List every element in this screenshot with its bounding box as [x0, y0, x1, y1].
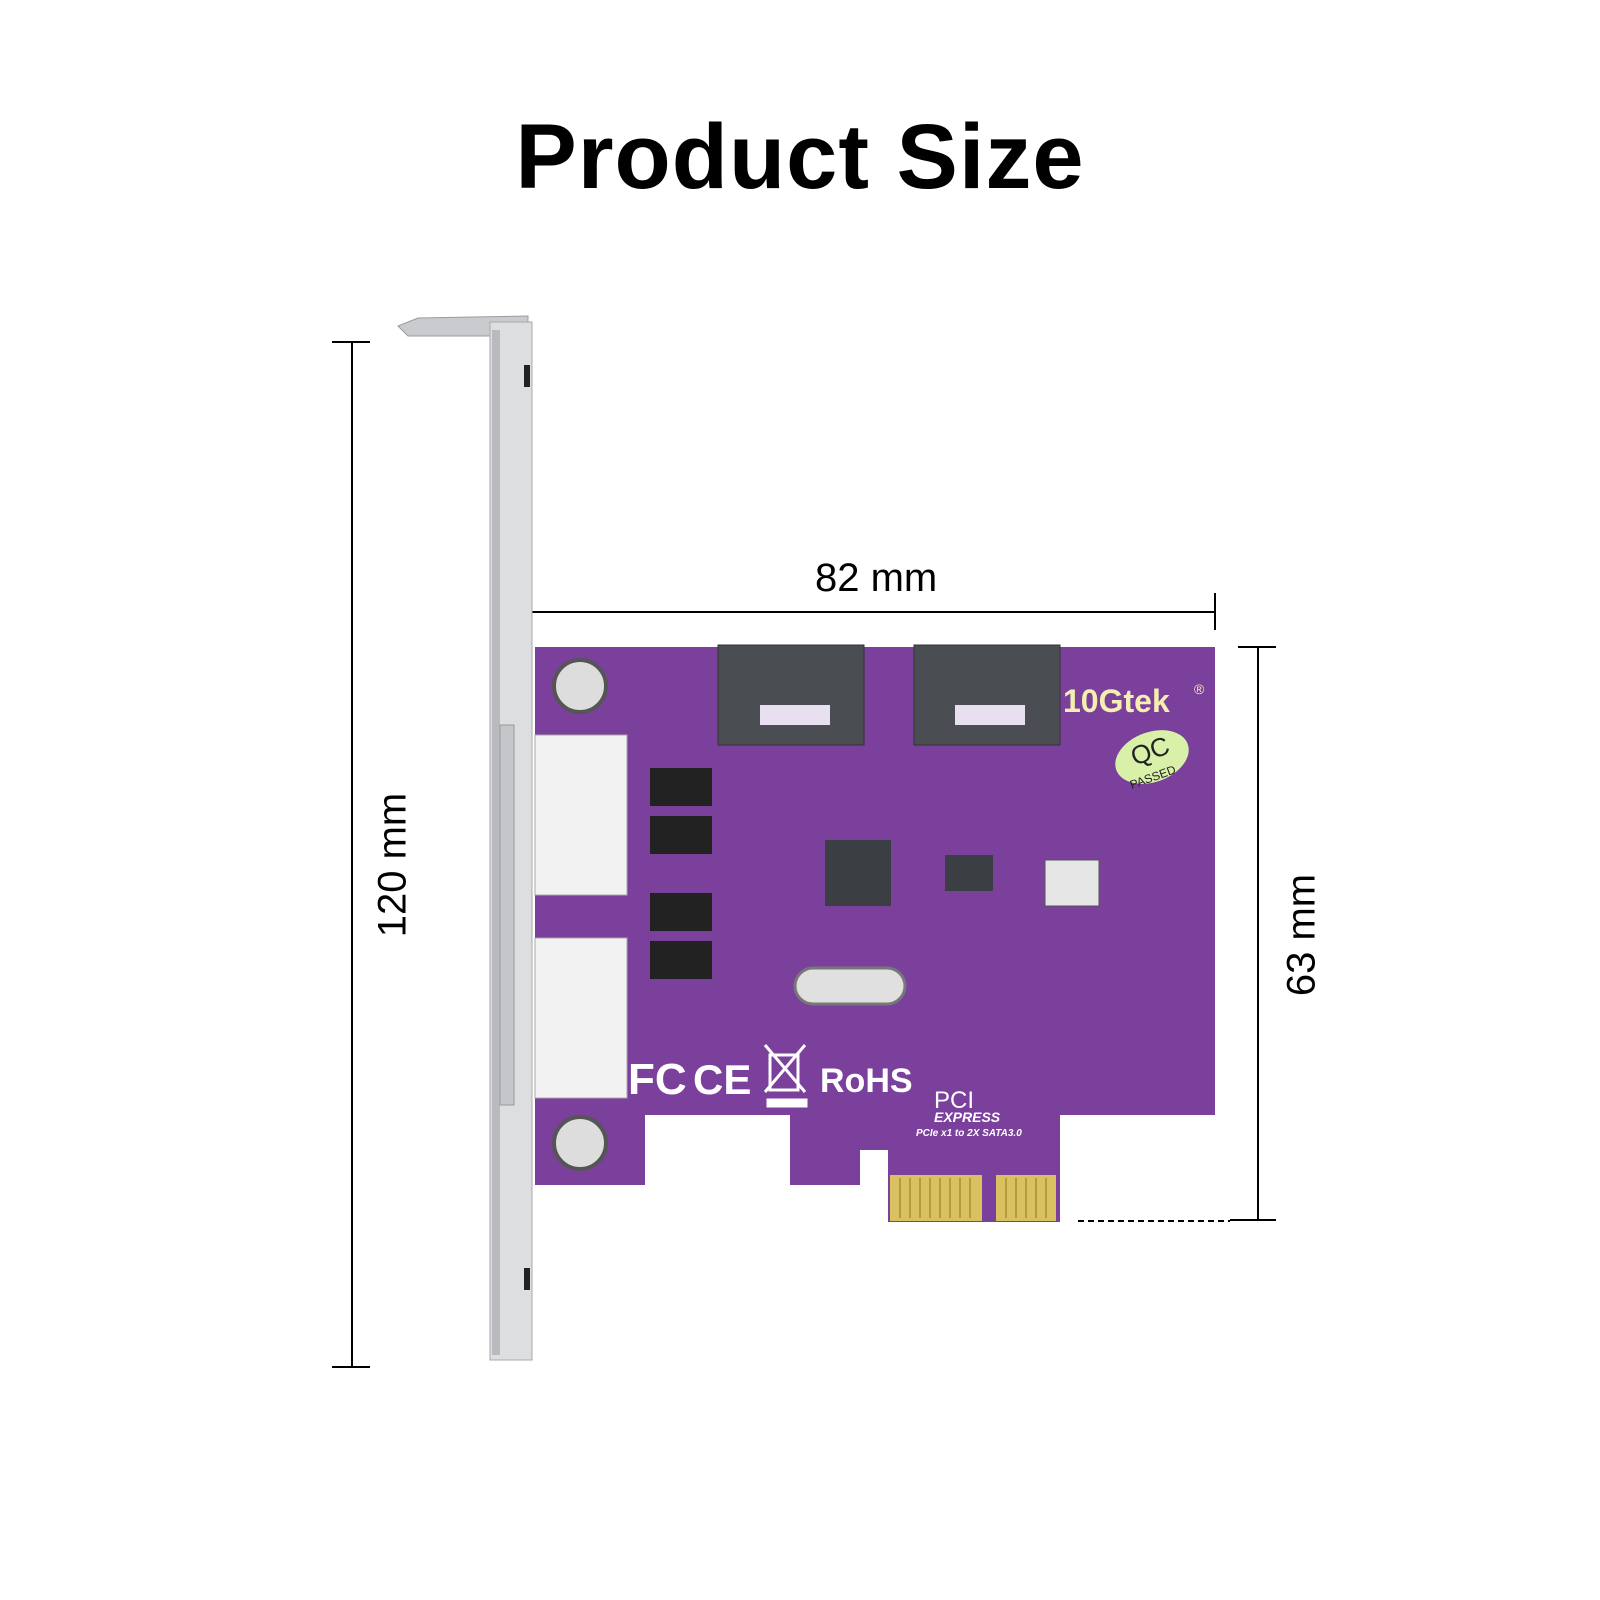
page-title: Product Size — [515, 106, 1085, 208]
pci-logo-text: PCI — [934, 1087, 974, 1114]
ce-mark: CE — [693, 1056, 751, 1103]
fcc-mark: FC — [628, 1055, 687, 1104]
dimension-lines — [332, 341, 1276, 1368]
registered-mark: ® — [1194, 681, 1205, 697]
height-dimension-label: 120 mm — [370, 792, 415, 938]
pcb-board — [534, 644, 1215, 1222]
rohs-mark: RoHS — [820, 1062, 913, 1100]
metal-bracket — [397, 315, 533, 1361]
brand-logo: 10Gtek — [1063, 683, 1170, 719]
express-logo-text: EXPRESS — [934, 1109, 1001, 1125]
model-text: PCIe x1 to 2X SATA3.0 — [916, 1128, 1022, 1139]
weee-bin-icon — [763, 1044, 808, 1108]
board-height-dimension-label: 63 mm — [1279, 873, 1324, 997]
length-dimension-label: 82 mm — [815, 556, 938, 600]
